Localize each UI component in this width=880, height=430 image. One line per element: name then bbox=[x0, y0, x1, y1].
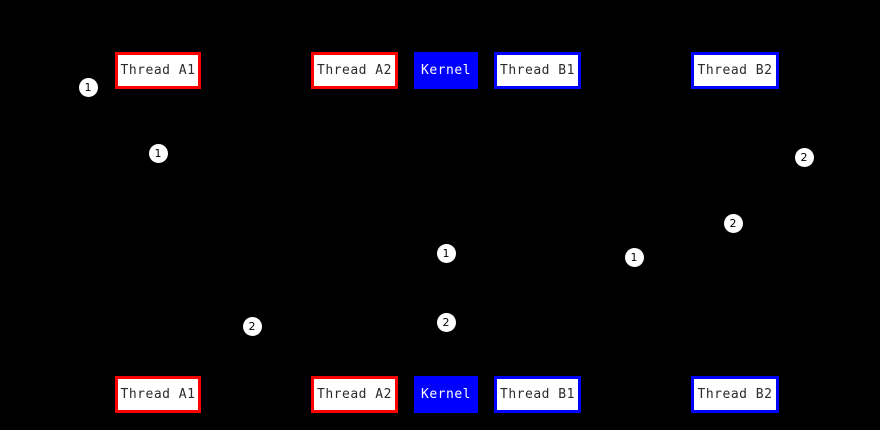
lifeline-kernel bbox=[446, 89, 447, 376]
step-badge-2[interactable]: 2 bbox=[794, 147, 814, 167]
lane-header-thread-a2[interactable]: Thread A2 bbox=[311, 52, 398, 89]
lifeline-thread-b1 bbox=[538, 89, 539, 376]
step-badge-2[interactable]: 2 bbox=[723, 213, 743, 233]
lane-footer-thread-a2[interactable]: Thread A2 bbox=[311, 376, 398, 413]
lifeline-tick-thread-a1 bbox=[157, 372, 160, 376]
lane-footer-kernel[interactable]: Kernel bbox=[414, 376, 478, 413]
lane-label: Thread A1 bbox=[120, 387, 196, 402]
step-badge-1[interactable]: 1 bbox=[148, 143, 168, 163]
lane-header-thread-b2[interactable]: Thread B2 bbox=[691, 52, 779, 89]
step-badge-1[interactable]: 1 bbox=[78, 77, 98, 97]
lifeline-thread-a1 bbox=[158, 89, 159, 376]
message-arrow-m3 bbox=[445, 139, 735, 322]
lifeline-tick-thread-a2 bbox=[353, 372, 356, 376]
message-arrow-m2 bbox=[445, 253, 735, 269]
lane-label: Thread B2 bbox=[697, 63, 773, 78]
lifeline-tick-thread-a2 bbox=[353, 89, 356, 93]
lifeline-tick-kernel bbox=[445, 89, 448, 93]
lane-header-thread-a1[interactable]: Thread A1 bbox=[115, 52, 201, 89]
lane-label: Thread A1 bbox=[120, 63, 196, 78]
lifeline-thread-b2 bbox=[735, 89, 736, 376]
lifeline-tick-thread-a1 bbox=[157, 89, 160, 93]
lane-footer-thread-a1[interactable]: Thread A1 bbox=[115, 376, 201, 413]
lane-label: Thread A2 bbox=[317, 387, 392, 402]
lifeline-tick-kernel bbox=[445, 372, 448, 376]
step-badge-1[interactable]: 1 bbox=[624, 247, 644, 267]
lane-footer-thread-b2[interactable]: Thread B2 bbox=[691, 376, 779, 413]
step-badge-1[interactable]: 1 bbox=[436, 243, 456, 263]
lane-label: Kernel bbox=[421, 63, 471, 78]
lane-label: Thread B1 bbox=[500, 63, 575, 78]
step-badge-2[interactable]: 2 bbox=[242, 316, 262, 336]
lane-footer-thread-b1[interactable]: Thread B1 bbox=[494, 376, 581, 413]
lifeline-thread-a2 bbox=[354, 89, 355, 376]
lifeline-tick-thread-b1 bbox=[537, 89, 540, 93]
message-arrow-m1 bbox=[157, 100, 446, 254]
lane-header-kernel[interactable]: Kernel bbox=[414, 52, 478, 89]
step-badge-2[interactable]: 2 bbox=[436, 312, 456, 332]
message-arrow-m4 bbox=[157, 321, 446, 360]
lifeline-tick-thread-b2 bbox=[734, 89, 737, 93]
lane-label: Thread B2 bbox=[697, 387, 773, 402]
lane-header-thread-b1[interactable]: Thread B1 bbox=[494, 52, 581, 89]
lifeline-tick-thread-b2 bbox=[734, 372, 737, 376]
lifeline-tick-thread-b1 bbox=[537, 372, 540, 376]
lane-label: Thread A2 bbox=[317, 63, 392, 78]
lane-label: Kernel bbox=[421, 387, 471, 402]
lane-label: Thread B1 bbox=[500, 387, 575, 402]
